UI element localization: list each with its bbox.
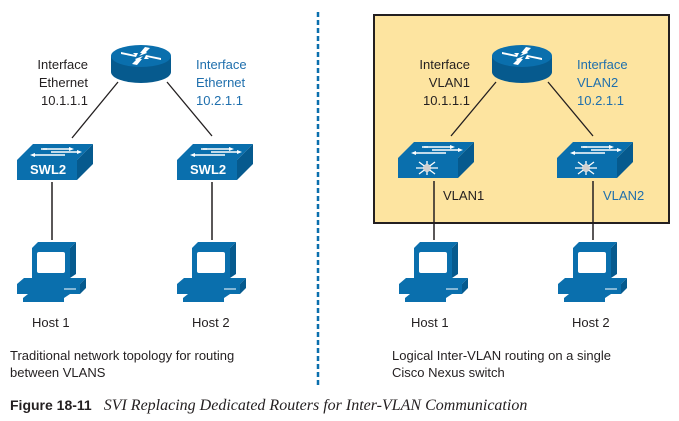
interface-label: Interface <box>196 57 247 72</box>
figure-caption: Figure 18-11 SVI Replacing Dedicated Rout… <box>10 397 527 415</box>
right-router-interface-2: Interface VLAN2 10.2.1.1 <box>577 56 628 110</box>
left-panel-caption: Traditional network topology for routing… <box>10 347 234 381</box>
caption-line: between VLANS <box>10 365 106 380</box>
host-label: Host 1 <box>32 315 70 330</box>
interface-ip: 10.2.1.1 <box>577 93 624 108</box>
interface-label: Interface <box>419 57 470 72</box>
interface-ip: 10.2.1.1 <box>196 93 243 108</box>
switch-label: SWL2 <box>30 162 67 177</box>
figure-number: Figure 18-11 <box>10 397 92 413</box>
nexus-switch-icon <box>556 141 634 179</box>
caption-line: Traditional network topology for routing <box>10 348 235 363</box>
interface-label: Interface <box>37 57 88 72</box>
link-router-nexus1 <box>450 81 497 137</box>
left-router-interface-2: Interface Ethernet 10.2.1.1 <box>196 56 247 110</box>
router-icon <box>492 45 552 83</box>
host-label: Host 1 <box>411 315 449 330</box>
figure-title: SVI Replacing Dedicated Routers for Inte… <box>103 397 528 414</box>
left-router-interface-1: Interface Ethernet 10.1.1.1 <box>22 56 88 110</box>
right-router-interface-1: Interface VLAN1 10.1.1.1 <box>400 56 470 110</box>
switch-label: SWL2 <box>190 162 227 177</box>
nexus-switch-icon <box>397 141 475 179</box>
interface-type: VLAN2 <box>577 75 619 90</box>
link-router-nexus2 <box>547 81 594 137</box>
caption-line: Logical Inter-VLAN routing on a single <box>392 348 611 363</box>
vlan-label: VLAN2 <box>603 188 645 203</box>
workstation-icon <box>557 241 628 303</box>
link-router-sw1 <box>71 81 119 139</box>
workstation-icon <box>176 241 247 303</box>
workstation-icon <box>398 241 469 303</box>
caption-line: Cisco Nexus switch <box>392 365 505 380</box>
workstation-icon <box>16 241 87 303</box>
right-panel-caption: Logical Inter-VLAN routing on a single C… <box>392 347 611 381</box>
interface-type: Ethernet <box>196 75 246 90</box>
host-label: Host 2 <box>192 315 230 330</box>
router-icon <box>111 45 171 83</box>
interface-label: Interface <box>577 57 628 72</box>
interface-ip: 10.1.1.1 <box>423 93 470 108</box>
interface-type: VLAN1 <box>428 75 470 90</box>
link-router-sw2 <box>166 81 213 137</box>
host-label: Host 2 <box>572 315 610 330</box>
interface-ip: 10.1.1.1 <box>41 93 88 108</box>
interface-type: Ethernet <box>38 75 88 90</box>
vlan-label: VLAN1 <box>443 188 485 203</box>
